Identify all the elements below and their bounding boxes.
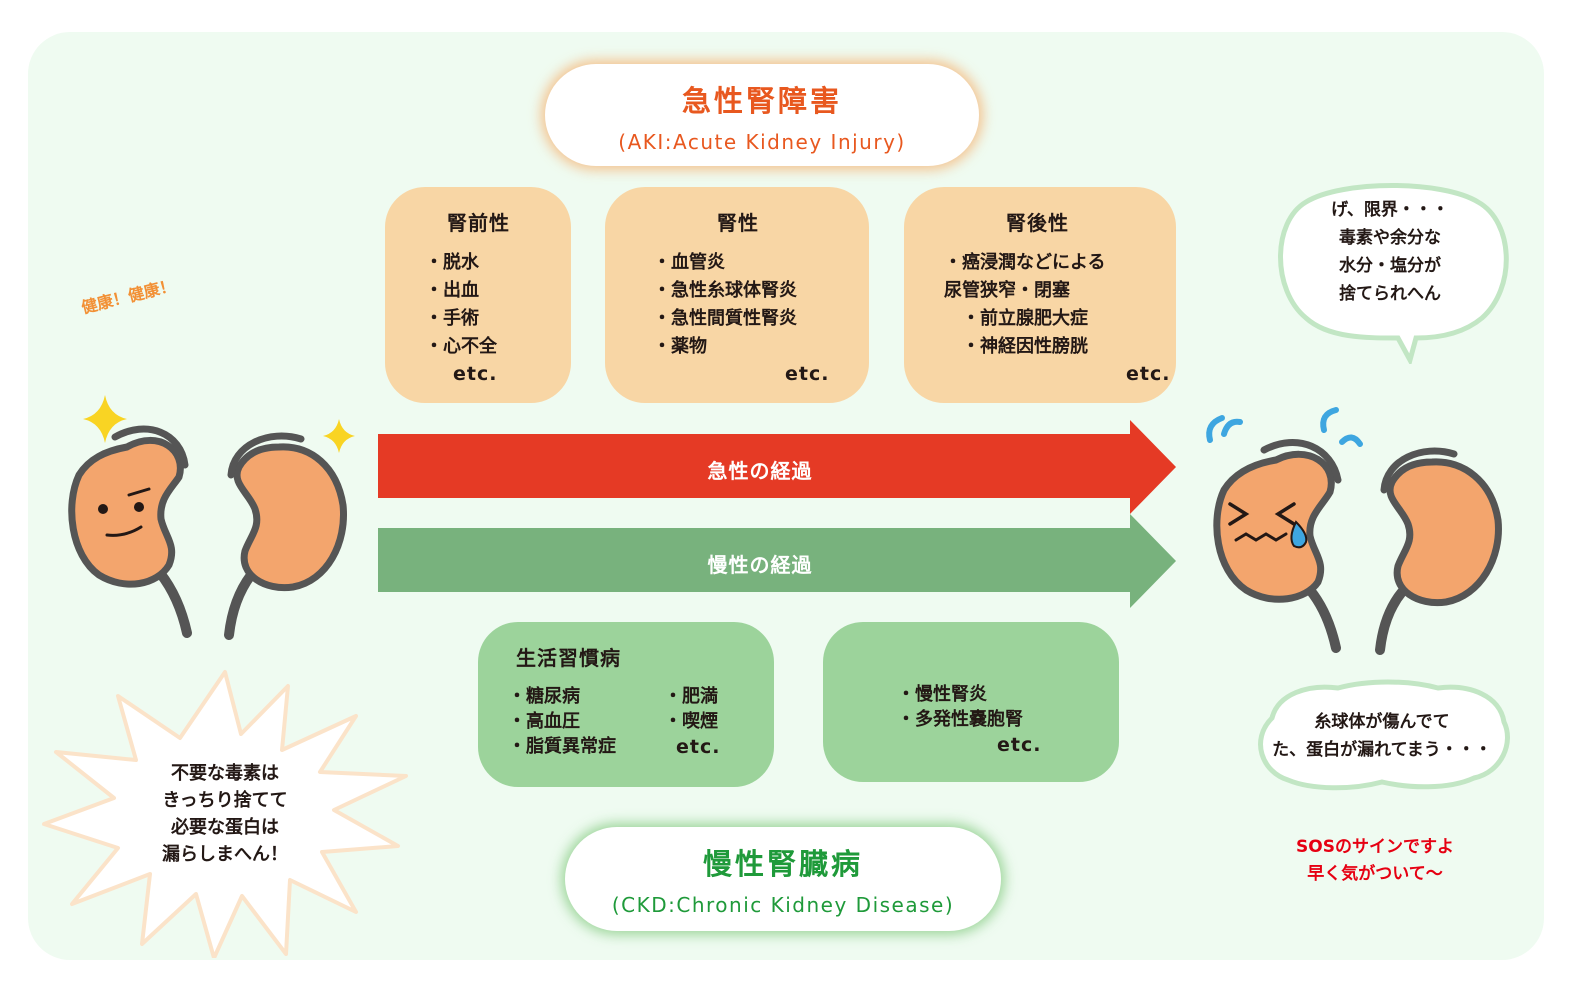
- list-item: ・心不全: [425, 336, 497, 357]
- chronic-course-label: 慢性の経過: [707, 553, 813, 577]
- sos-line: SOSのサインですよ: [1296, 837, 1454, 857]
- sweat-icon: [1320, 407, 1339, 433]
- list-item: ・神経因性膀胱: [944, 336, 1088, 357]
- list-item: ・脂質異常症: [508, 736, 616, 757]
- acute-course-label: 急性の経過: [707, 459, 813, 483]
- aki-card-prerenal: 腎前性 ・脱水 ・出血 ・手術 ・心不全 etc.: [385, 187, 571, 403]
- right-sick-kidney: [1386, 458, 1502, 607]
- aki-card-postrenal: 腎後性 ・癌浸潤などによる 尿管狭窄・閉塞 ・前立腺肥大症 ・神経因性膀胱 et…: [904, 187, 1176, 403]
- ckd-card-other: ・慢性腎炎 ・多発性嚢胞腎 etc.: [823, 622, 1119, 782]
- aki-card-renal: 腎性 ・血管炎 ・急性糸球体腎炎 ・急性間質性腎炎 ・薬物 etc.: [605, 187, 869, 403]
- sweat-icon: [1339, 434, 1363, 447]
- aki-title-box: 急性腎障害 (AKI:Acute Kidney Injury): [545, 64, 979, 166]
- ckd-card-lifestyle: 生活習慣病 ・糖尿病 ・高血圧 ・脂質異常症 ・肥満 ・喫煙 etc.: [478, 622, 774, 787]
- item-list: ・脱水 ・出血 ・手術 ・心不全: [425, 249, 497, 361]
- list-item: ・急性間質性腎炎: [653, 308, 797, 329]
- list-item: ・慢性腎炎: [897, 684, 987, 705]
- card-title: 腎後性: [1006, 211, 1069, 235]
- healthy-kidneys-illustration: [68, 395, 355, 640]
- aki-subtitle: (AKI:Acute Kidney Injury): [618, 130, 906, 154]
- chronic-arrow: [378, 514, 1176, 608]
- list-item: ・血管炎: [653, 252, 725, 273]
- list-item: ・薬物: [653, 336, 707, 357]
- sick-top-text: げ、限界・・・ 毒素や余分な 水分・塩分が 捨てられへん: [1300, 196, 1480, 308]
- ckd-title-box: 慢性腎臓病 (CKD:Chronic Kidney Disease): [565, 827, 1001, 931]
- acute-arrow: [378, 420, 1176, 514]
- list-item: ・糖尿病: [508, 686, 580, 707]
- item-list: ・肥満 ・喫煙: [664, 684, 718, 734]
- aki-title: 急性腎障害: [681, 84, 842, 118]
- thought-bubble-bottom: [1258, 679, 1510, 791]
- list-item: ・手術: [425, 308, 479, 329]
- ckd-title: 慢性腎臓病: [702, 847, 863, 881]
- left-sick-kidney: [1213, 450, 1335, 603]
- starburst-bubble: [42, 670, 408, 958]
- item-list: ・糖尿病 ・高血圧 ・脂質異常症: [508, 684, 616, 759]
- burst-line: きっちり捨てて: [162, 790, 288, 811]
- item-list: ・癌浸潤などによる 尿管狭窄・閉塞 ・前立腺肥大症 ・神経因性膀胱: [944, 249, 1105, 361]
- healthy-burst-text: 不要な毒素は きっちり捨てて 必要な蛋白は 漏らしまへん！: [150, 760, 300, 868]
- etc-label: etc.: [1126, 363, 1171, 385]
- left-healthy-kidney: [68, 437, 184, 588]
- etc-label: etc.: [676, 736, 721, 758]
- item-list: ・血管炎 ・急性糸球体腎炎 ・急性間質性腎炎 ・薬物: [653, 249, 797, 361]
- list-item: ・急性糸球体腎炎: [653, 280, 797, 301]
- list-item: ・肥満: [664, 686, 718, 707]
- list-item: ・前立腺肥大症: [944, 308, 1088, 329]
- bubble-line: げ、限界・・・: [1331, 200, 1449, 220]
- sick-kidneys-illustration: [1206, 407, 1502, 655]
- bubble-line: 捨てられへん: [1339, 284, 1441, 304]
- card-title: 生活習慣病: [516, 646, 621, 670]
- list-item: ・癌浸潤などによる: [944, 252, 1106, 273]
- sos-line: 早く気がついて〜: [1307, 864, 1443, 884]
- burst-line: 漏らしまへん！: [162, 844, 288, 865]
- sick-bottom-text: 糸球体が傷んでて た、蛋白が漏れてまう・・・: [1260, 708, 1504, 764]
- sweat-icon: [1206, 415, 1225, 443]
- sparkle-icon: [83, 395, 127, 443]
- etc-label: etc.: [997, 734, 1042, 756]
- bubble-line: 水分・塩分が: [1339, 256, 1441, 276]
- sos-note: SOSのサインですよ 早く気がついて〜: [1270, 834, 1480, 888]
- item-list: ・慢性腎炎 ・多発性嚢胞腎: [897, 682, 1023, 732]
- sparkle-icon: [323, 419, 355, 453]
- card-title: 腎性: [717, 211, 759, 235]
- list-item: ・高血圧: [508, 711, 580, 732]
- list-item: ・出血: [425, 280, 479, 301]
- bubble-line: た、蛋白が漏れてまう・・・: [1272, 740, 1492, 760]
- list-item: ・多発性嚢胞腎: [897, 709, 1023, 730]
- course-arrows: [378, 420, 1176, 608]
- list-item: 尿管狭窄・閉塞: [944, 280, 1070, 301]
- burst-line: 不要な毒素は: [171, 763, 279, 784]
- card-title: 腎前性: [447, 211, 510, 235]
- sweat-icon: [1221, 418, 1243, 437]
- etc-label: etc.: [453, 363, 498, 385]
- right-healthy-kidney: [233, 443, 347, 592]
- list-item: ・脱水: [425, 252, 479, 273]
- tear-icon: [1290, 520, 1308, 549]
- bubble-line: 毒素や余分な: [1339, 228, 1441, 248]
- ckd-subtitle: (CKD:Chronic Kidney Disease): [611, 893, 955, 917]
- list-item: ・喫煙: [664, 711, 718, 732]
- bubble-line: 糸球体が傷んでて: [1314, 712, 1450, 732]
- burst-line: 必要な蛋白は: [171, 817, 279, 838]
- etc-label: etc.: [785, 363, 830, 385]
- thought-bubble-top: [1278, 183, 1509, 364]
